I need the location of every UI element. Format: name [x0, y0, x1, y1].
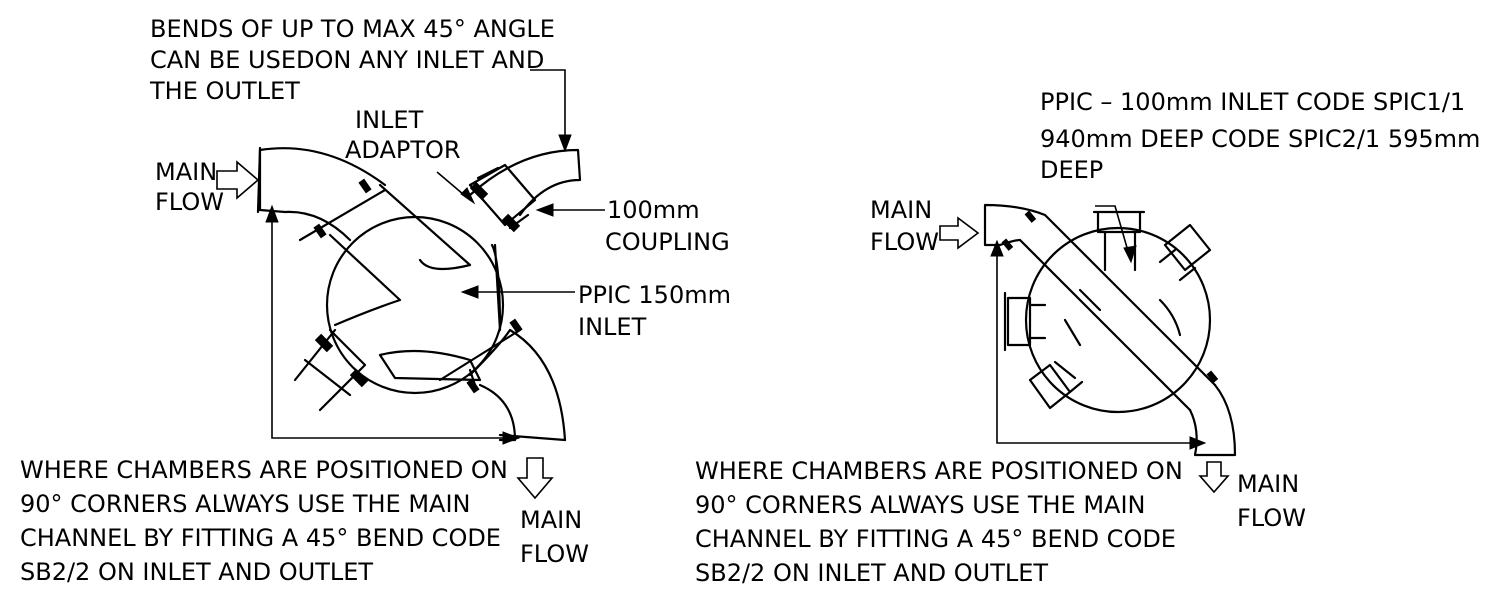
left-corner-lines [271, 210, 515, 439]
right-bottomleft-inlet [1028, 360, 1084, 410]
left-chamber-body [325, 215, 505, 395]
right-outlet-bend [1188, 383, 1237, 457]
right-note-bottom-line1: WHERE CHAMBERS ARE POSITIONED ON [695, 457, 1183, 485]
left-note-bottom-line3: CHANNEL BY FITTING A 45° BEND CODE [20, 524, 501, 552]
right-inlet-bend [983, 203, 1047, 247]
right-topright-inlet [1158, 223, 1212, 282]
right-ppic-note-line1: PPIC – 100mm INLET CODE SPIC1/1 [1040, 88, 1465, 116]
left-inlet-adaptor-label2: ADAPTOR [345, 136, 461, 164]
right-main-flow-in-label1: MAIN [870, 196, 932, 224]
right-corner-lines [996, 245, 1202, 444]
left-ppic-label1: PPIC 150mm [578, 281, 731, 309]
left-main-channel [298, 188, 522, 382]
left-chamber-drawing [216, 69, 605, 500]
right-deep-leader [1095, 205, 1131, 259]
left-lower-inlet [293, 328, 367, 412]
left-coupling-label1: 100mm [607, 196, 700, 224]
right-main-channel [1018, 213, 1217, 412]
right-ppic-note-line3: DEEP [1040, 156, 1103, 184]
left-inlet-adaptor-label1: INLET [355, 106, 424, 134]
left-main-flow-out-arrow [516, 457, 554, 500]
right-top-inlet [1092, 210, 1146, 272]
left-note-top-line2: CAN BE USEDON ANY INLET AND [150, 46, 544, 74]
right-note-bottom-line3: CHANNEL BY FITTING A 45° BEND CODE [695, 525, 1176, 553]
left-note-bottom-line1: WHERE CHAMBERS ARE POSITIONED ON [20, 456, 508, 484]
right-chamber-body [1024, 226, 1212, 414]
right-main-flow-out-label2: FLOW [1237, 504, 1306, 532]
right-main-flow-in-arrow [939, 216, 980, 250]
left-note-top-line1: BENDS OF UP TO MAX 45° ANGLE [150, 15, 555, 43]
left-top-note-leader [530, 69, 566, 148]
left-note-top-line3: THE OUTLET [149, 77, 300, 105]
left-coupling-label2: COUPLING [605, 228, 730, 256]
right-note-bottom-line2: 90° CORNERS ALWAYS USE THE MAIN [695, 491, 1145, 519]
right-note-bottom-line4: SB2/2 ON INLET AND OUTLET [695, 559, 1048, 587]
left-ppic-label2: INLET [578, 313, 647, 341]
left-main-flow-in-label2: FLOW [155, 188, 224, 216]
right-chamber-drawing [939, 203, 1237, 494]
left-lower-bend [468, 328, 567, 442]
right-ppic-note-line2: 940mm DEEP CODE SPIC2/1 595mm [1040, 125, 1480, 153]
right-main-flow-in-label2: FLOW [870, 228, 939, 256]
left-note-bottom-line4: SB2/2 ON INLET AND OUTLET [20, 558, 373, 586]
left-main-flow-out-label1: MAIN [520, 506, 582, 534]
left-main-flow-out-label2: FLOW [520, 540, 589, 568]
left-main-flow-in-label1: MAIN [155, 158, 217, 186]
right-main-flow-out-arrow [1198, 461, 1230, 494]
left-outlet-bend [468, 148, 582, 217]
right-main-flow-out-label1: MAIN [1237, 470, 1299, 498]
left-note-bottom-line2: 90° CORNERS ALWAYS USE THE MAIN [20, 490, 470, 518]
right-left-inlet [1003, 291, 1047, 352]
left-main-flow-in-arrow [216, 160, 260, 200]
